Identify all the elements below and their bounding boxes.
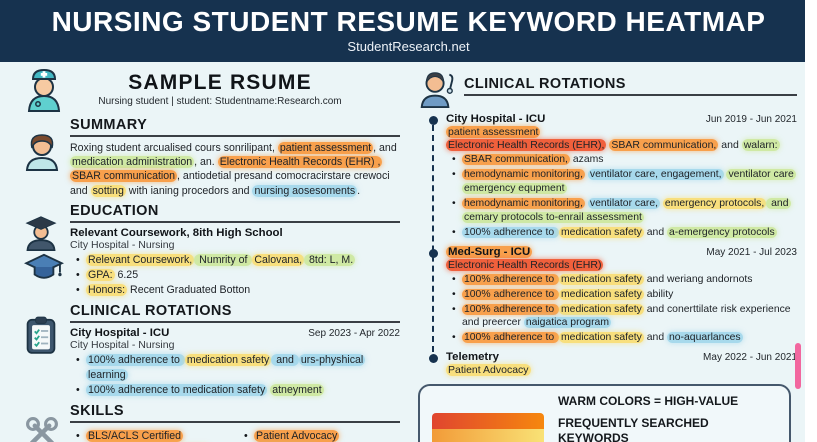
entry-date: May 2022 - Jun 2021 [703,352,797,364]
entry-line: Electronic Health Records (EHR), SBAR co… [446,139,780,151]
heatmap-color-swatch [432,413,544,442]
entry-title: Med-Surg - ICU [446,245,533,258]
bullet-item: 100% adherence to medication safety and … [452,273,797,287]
clinical-icon-gutter [24,303,70,398]
skills-section: SKILLS BLS/ACLS Certified Medication adm… [24,403,400,442]
section-heading-summary: SUMMARY [70,117,400,137]
education-org: City Hospital - Nursing [70,238,175,251]
bullet-item: SBAR communication, azams [452,153,797,167]
section-heading-skills: SKILLS [70,403,400,423]
entry-line: patient assessment [446,126,541,138]
resume-title: SAMPLE RSUME [128,71,312,94]
legend-line-frequent: FREQUENTLY SEARCHED KEYWORDS [558,415,709,442]
entry-bullet-list: SBAR communication, azams hemodynamic mo… [446,153,797,240]
person-avatar-icon [24,129,60,171]
bullet-item: 100% adherence to medication safety atne… [76,383,400,397]
bullet-item: hemodynamic monitoring, ventilator care,… [452,197,797,225]
resume-subtitle: Nursing student | student: Studentname:R… [98,96,342,107]
timeline-dot [428,248,438,258]
legend-line-warm: WARM COLORS = HIGH-VALUE [558,394,739,409]
header-banner: NURSING STUDENT RESUME KEYWORD HEATMAP S… [0,0,817,62]
content: SAMPLE RSUME Nursing student | student: … [0,62,817,442]
entry-date: May 2021 - Jul 2023 [706,246,797,258]
skills-column-2: Patient Advocacy Wound Care Telemetry Pu… [238,429,400,442]
education-school: Relevant Coursework, 8ith High School [70,226,283,239]
right-white-strip [805,0,817,442]
resume-header: SAMPLE RSUME Nursing student | student: … [24,66,400,112]
entry-line: Electronic Health Records (EHR) [446,258,604,271]
graduate-icon [24,215,58,251]
clinical-rotations-left-section: CLINICAL ROTATIONS City Hospital - ICU S… [24,303,400,398]
education-section: EDUCATION Relevant Coursework, 8ith High… [23,203,400,299]
section-heading-clinical-rotations-right: CLINICAL ROTATIONS [464,76,797,96]
bullet-item: GPA: 6.25 [76,268,400,282]
doctor-icon [416,68,456,108]
graduation-cap-icon [23,252,65,282]
section-heading-education: EDUCATION [70,203,400,223]
bullet-item: Relevant Coursework, Numrity of Calovana… [76,253,400,267]
legend-bar-red-orange [432,413,544,430]
education-bullet-list: Relevant Coursework, Numrity of Calovana… [70,253,400,298]
skill-item: Patient Advocacy [244,429,400,442]
rotation-org: City Hospital - Nursing [70,339,175,352]
entry-bullet-list: 100% adherence to medication safety and … [446,273,797,346]
site-url: StudentResearch.net [347,39,470,54]
section-heading-clinical-rotations: CLINICAL ROTATIONS [70,303,400,324]
legend-bar-orange-yellow [432,429,544,442]
summary-section: SUMMARY Roxing student arcualised cours … [24,117,400,198]
crossed-tools-icon [24,415,60,442]
timeline-dot [428,116,438,125]
bullet-item: 100% adherence to medication safety and … [452,303,797,331]
clipboard-icon [24,315,58,355]
skill-item: BLS/ACLS Certified [76,429,232,442]
clinical-rotations-right-header: CLINICAL ROTATIONS [416,68,797,108]
legend-text: WARM COLORS = HIGH-VALUE FREQUENTLY SEAR… [558,394,777,442]
bullet-item: 100% adherence to medication safety and … [76,353,400,381]
rotation-date: Sep 2023 - Apr 2022 [308,328,400,340]
resume-column: SAMPLE RSUME Nursing student | student: … [23,66,400,442]
timeline-entry: Telemetry May 2022 - Jun 2021 Patient Ad… [428,351,797,377]
timeline-entry: Med-Surg - ICU May 2021 - Jul 2023 Elect… [428,245,797,346]
resume-title-block: SAMPLE RSUME Nursing student | student: … [64,71,400,107]
page-title: NURSING STUDENT RESUME KEYWORD HEATMAP [51,6,766,37]
bullet-item: 100% adherence to medication safety and … [452,331,797,345]
bullet-item: 100% adherence to medication safety abil… [452,288,797,302]
pink-edge-artifact [795,343,801,389]
nurse-icon [24,66,64,112]
rotations-timeline: City Hospital - ICU Jun 2019 - Jun 2021 … [428,113,797,377]
heatmap-column: CLINICAL ROTATIONS City Hospital - ICU J… [416,66,797,442]
entry-line: Patient Advocacy [446,364,531,377]
timeline-entry: City Hospital - ICU Jun 2019 - Jun 2021 … [428,113,797,240]
skills-icon-gutter [24,403,70,442]
bullet-item: hemodynamic monitoring, ventilator care,… [452,168,797,196]
legend-box: WARM COLORS = HIGH-VALUE FREQUENTLY SEAR… [418,384,791,442]
timeline-dot [428,354,438,364]
skills-grid: BLS/ACLS Certified Medication administra… [70,427,400,442]
entry-title: Telemetry [446,351,499,364]
entry-date: Jun 2019 - Jun 2021 [705,114,797,125]
bullet-item: Honors: Recent Graduated Botton [76,283,400,297]
summary-icon-gutter [24,117,70,198]
bullet-item: 100% adherence to medication safety and … [452,226,797,240]
rotation-title: City Hospital - ICU [70,327,170,340]
skills-column-1: BLS/ACLS Certified Medication administra… [70,429,232,442]
summary-paragraph: Roxing student arcualised cours sonrilip… [70,142,397,197]
education-icon-gutter [23,203,70,299]
rotation-bullet-list: 100% adherence to medication safety and … [70,353,400,397]
entry-title: City Hospital - ICU [446,113,546,125]
